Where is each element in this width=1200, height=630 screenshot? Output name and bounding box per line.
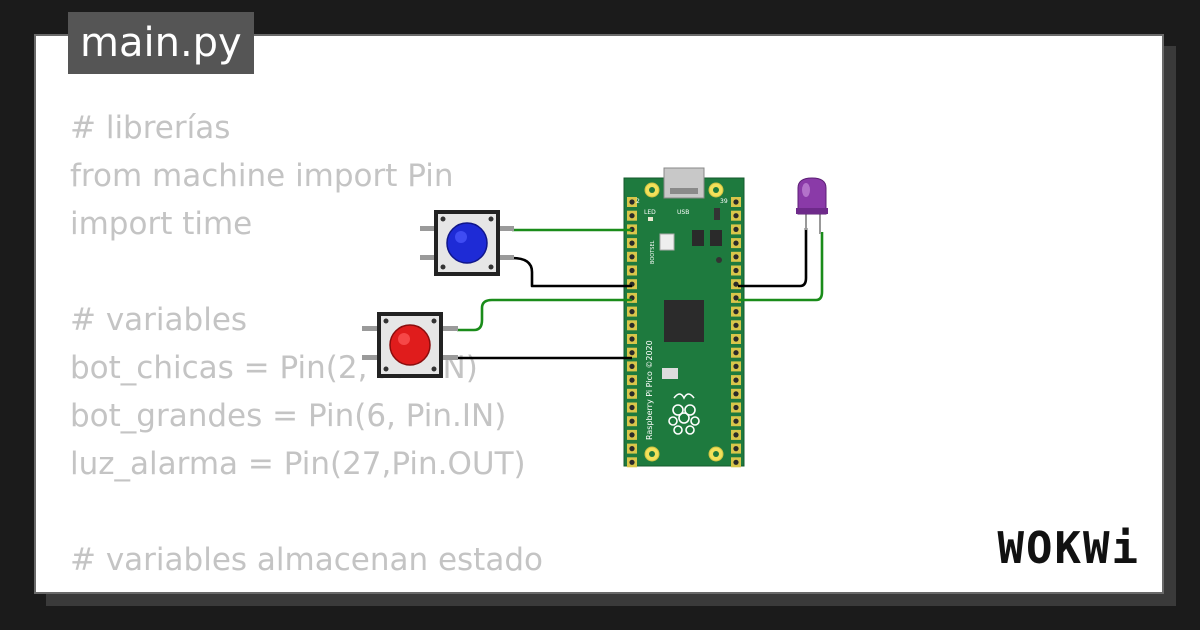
pin-hole (733, 240, 739, 246)
wire-led-green (738, 232, 824, 302)
pin-hole (629, 350, 635, 356)
pin-hole (629, 336, 635, 342)
pin-hole (733, 226, 739, 232)
pin-label-left: 2 (636, 198, 640, 205)
code-line: luz_alarma = Pin(27,Pin.OUT) (70, 446, 526, 482)
bootsel-label: BOOTSEL (650, 240, 656, 264)
bootsel-button[interactable] (659, 233, 675, 251)
pin-hole (733, 295, 739, 301)
wire-red-button-green (457, 298, 632, 332)
pin-hole (733, 350, 739, 356)
red-pushbutton[interactable] (362, 312, 458, 378)
pin-hole (629, 418, 635, 424)
purple-led[interactable] (796, 177, 828, 234)
pin-hole (733, 446, 739, 452)
pin-hole (629, 391, 635, 397)
pin-hole (733, 213, 739, 219)
pin-hole (629, 404, 635, 411)
pin-hole (629, 309, 635, 315)
code-line: bot_grandes = Pin(6, Pin.IN) (70, 398, 507, 434)
code-line: # librerías (70, 110, 231, 146)
pin-hole (733, 281, 739, 287)
raspberry-pi-pico-board[interactable]: 2 39 LED USB BOOTSEL Raspberry Pi Pico ©… (623, 167, 745, 468)
code-line: # 0 = pulsado, 1 = no pulsado (70, 584, 548, 592)
pin-header-right (731, 197, 741, 468)
code-line: # variables (70, 302, 248, 338)
led-label: LED (644, 209, 656, 216)
pin-hole (733, 309, 739, 315)
pin-hole (629, 254, 635, 260)
pin-hole (629, 267, 635, 274)
wokwi-logo: WOKWi (997, 523, 1140, 574)
pin-hole (733, 267, 739, 274)
raspberry-logo-icon (668, 393, 700, 435)
pin-hole (629, 240, 635, 246)
pin-hole (733, 377, 739, 383)
pin-hole (629, 377, 635, 383)
pin-hole (629, 322, 635, 328)
circuit-diagram: 2 39 LED USB BOOTSEL Raspberry Pi Pico ©… (362, 167, 828, 468)
blue-pushbutton[interactable] (420, 210, 514, 276)
code-line: # variables almacenan estado (70, 542, 543, 578)
wire-blue-button-black (511, 256, 632, 288)
preview-card: # librerías from machine import Pin impo… (34, 34, 1164, 594)
pin-label-right: 39 (720, 198, 728, 205)
pin-hole (629, 199, 635, 205)
pin-hole (733, 199, 739, 205)
pin-hole (629, 363, 635, 369)
pin-hole (733, 459, 739, 465)
wires (457, 228, 824, 360)
pin-hole (733, 418, 739, 424)
pin-hole (733, 404, 739, 411)
pin-hole (629, 213, 635, 219)
code-line: import time (70, 206, 253, 242)
pin-hole (629, 432, 635, 438)
code-preview: # librerías from machine import Pin impo… (70, 104, 548, 592)
pin-hole (733, 254, 739, 260)
board-side-text: Raspberry Pi Pico ©2020 (645, 340, 654, 440)
pin-hole (733, 363, 739, 369)
usb-label: USB (677, 209, 689, 216)
code-line: from machine import Pin (70, 158, 454, 194)
code-line: bot_chicas = Pin(2, Pin.IN) (70, 350, 478, 386)
pin-hole (733, 391, 739, 397)
file-tab-main-py[interactable]: main.py (68, 12, 254, 74)
rp2040-chip (664, 300, 704, 342)
pin-hole (733, 336, 739, 342)
onboard-led (648, 217, 653, 221)
pin-hole (629, 446, 635, 452)
pin-hole (733, 322, 739, 328)
wire-led-black (738, 228, 808, 288)
pin-header-left (627, 197, 637, 468)
pin-hole (629, 459, 635, 465)
pin-hole (733, 432, 739, 438)
